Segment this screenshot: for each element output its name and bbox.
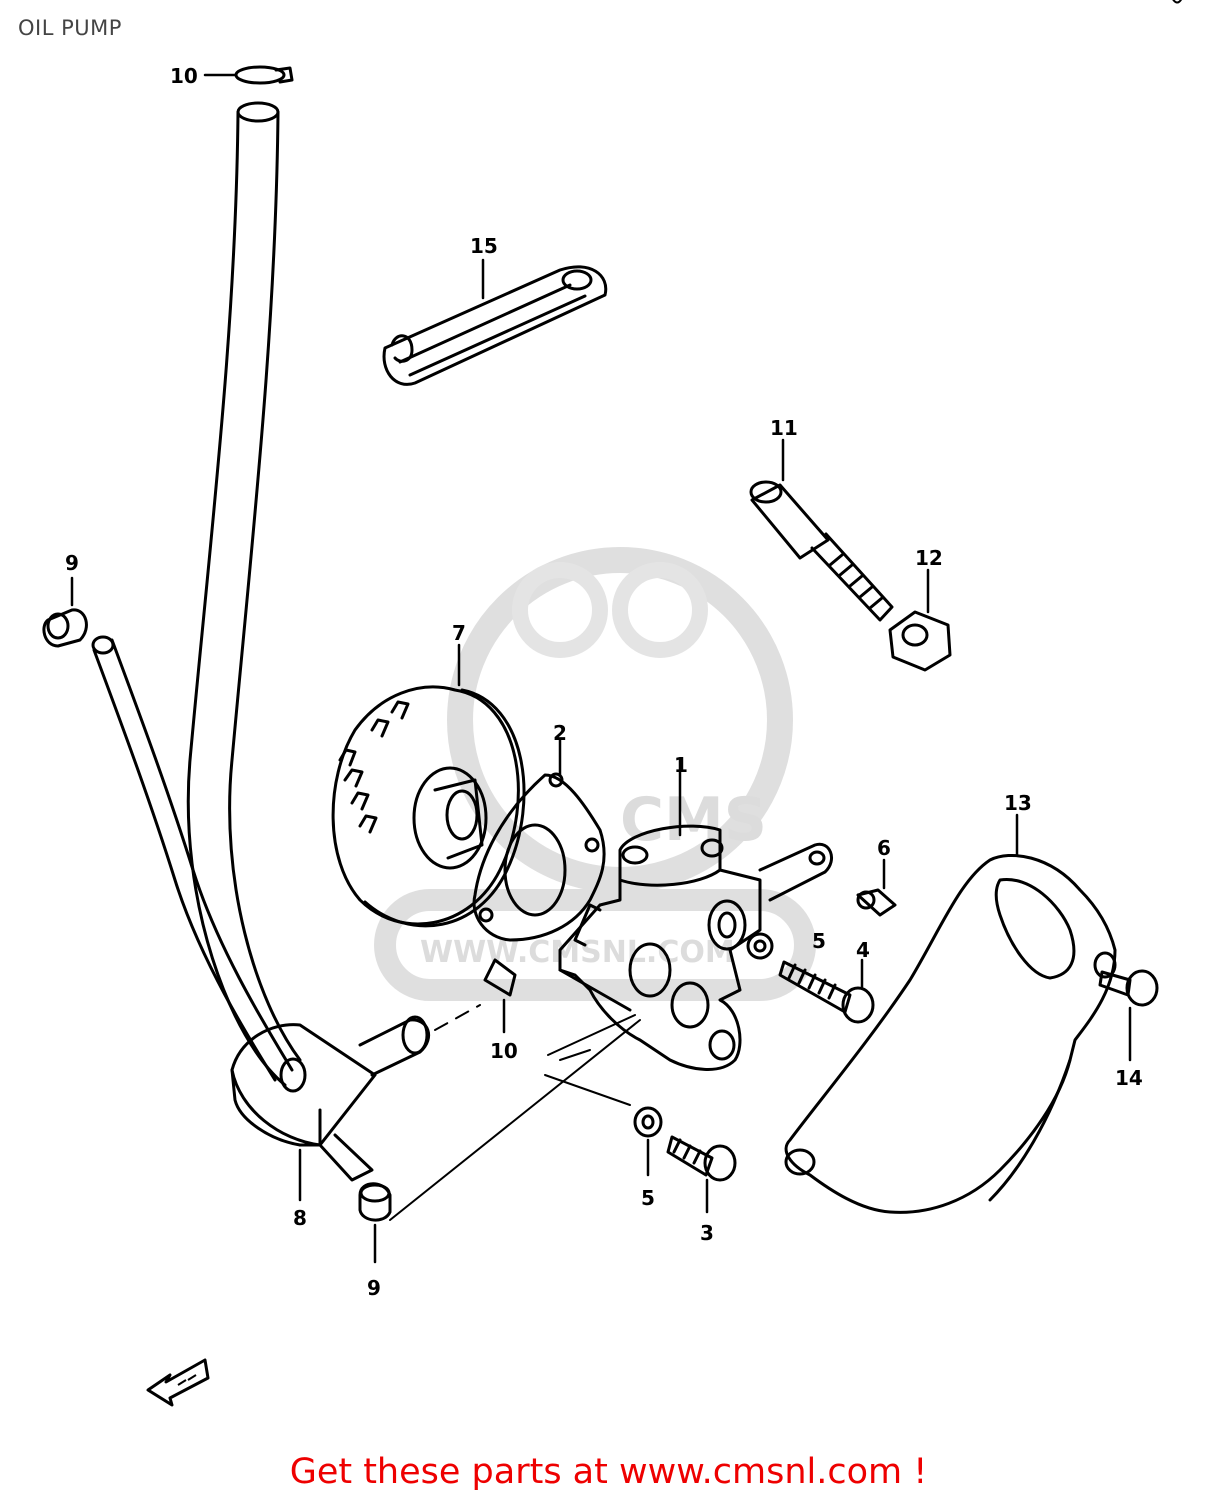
callout-2: 2 bbox=[553, 721, 567, 745]
callout-10-lower: 10 bbox=[490, 1039, 518, 1063]
part-9-cap-bottom bbox=[358, 1182, 392, 1264]
part-hose-short bbox=[91, 635, 294, 1082]
callout-8: 8 bbox=[293, 1206, 307, 1230]
callout-14: 14 bbox=[1115, 1066, 1143, 1090]
part-10-clip-top bbox=[203, 65, 294, 85]
callout-4: 4 bbox=[856, 938, 870, 962]
svg-text:CMS: CMS bbox=[620, 785, 767, 855]
part-8-union bbox=[230, 1015, 431, 1182]
promo-link[interactable]: Get these parts at www.cmsnl.com ! bbox=[289, 1452, 928, 1492]
part-11-bolt bbox=[749, 438, 894, 622]
callout-11: 11 bbox=[770, 416, 798, 440]
callout-13: 13 bbox=[1004, 791, 1032, 815]
part-14-screw bbox=[1098, 969, 1159, 1062]
part-12-nut bbox=[888, 568, 952, 672]
watermark-logo: WWW.CMSNL.COM CMS bbox=[374, 547, 816, 1001]
callout-7: 7 bbox=[452, 621, 466, 645]
callout-5-lower: 5 bbox=[641, 1186, 655, 1210]
part-15-bracket bbox=[382, 258, 608, 386]
part-3-bolt bbox=[666, 1135, 737, 1214]
callout-10-top: 10 bbox=[170, 64, 198, 88]
callout-15: 15 bbox=[470, 234, 498, 258]
part-5-washer-upper bbox=[746, 932, 774, 960]
part-hose-long bbox=[186, 101, 307, 1093]
callout-3: 3 bbox=[700, 1221, 714, 1245]
callout-12: 12 bbox=[915, 546, 943, 570]
part-1-oil-pump bbox=[558, 758, 833, 1071]
part-10-clip-bottom bbox=[483, 958, 517, 1034]
part-7-gear bbox=[331, 643, 526, 928]
part-13-cover bbox=[784, 813, 1117, 1214]
assembly-lines bbox=[389, 1004, 641, 1221]
front-arrow-icon bbox=[146, 1358, 210, 1407]
part-5-washer-lower bbox=[633, 1106, 663, 1177]
callout-6: 6 bbox=[877, 836, 891, 860]
page-title: OIL PUMP bbox=[18, 16, 122, 40]
callout-9-bottom: 9 bbox=[367, 1276, 381, 1300]
part-2-gasket bbox=[472, 738, 606, 942]
part-6-screw bbox=[856, 858, 897, 917]
callout-5-upper: 5 bbox=[812, 929, 826, 953]
callout-1: 1 bbox=[674, 753, 688, 777]
corner-mark bbox=[1172, 0, 1182, 4]
part-9-cap-top bbox=[42, 576, 88, 648]
part-4-bolt bbox=[778, 958, 875, 1024]
callout-9-top: 9 bbox=[65, 551, 79, 575]
